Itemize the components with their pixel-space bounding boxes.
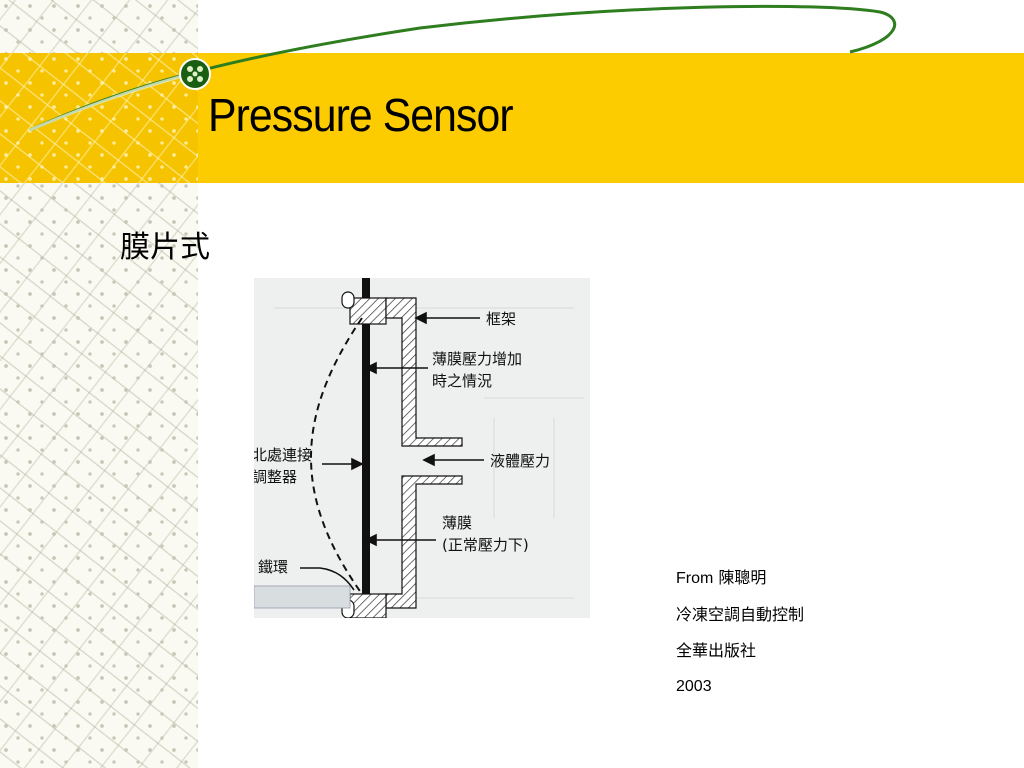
- credits-book: 冷凍空調自動控制: [676, 605, 805, 624]
- source-credits: From 陳聰明 冷凍空調自動控制 全華出版社 2003: [676, 560, 804, 705]
- credits-from-label: From: [676, 570, 714, 587]
- credits-from-line: From 陳聰明: [676, 560, 804, 597]
- pressure-sensor-diagram: 框架 薄膜壓力增加 時之情況 液體壓力 北處連接 調整器 薄膜 (正常壓力下) …: [252, 278, 590, 619]
- arc-highlight: [29, 72, 191, 132]
- arrow-frame: [414, 311, 480, 325]
- arrow-connect: [322, 457, 364, 471]
- slide-title: Pressure Sensor: [208, 89, 514, 141]
- decorative-arc: [29, 4, 897, 132]
- label-diaphragm-increase-1: 薄膜壓力增加: [432, 350, 522, 368]
- arrow-diaphragm-normal: [364, 533, 436, 547]
- iron-ring-rod: [253, 585, 351, 609]
- bottom-bracket: [349, 593, 387, 619]
- label-frame: 框架: [486, 310, 516, 328]
- arrow-diaphragm-increase: [364, 361, 428, 375]
- diagram-svg: 框架 薄膜壓力增加 時之情況 液體壓力 北處連接 調整器 薄膜 (正常壓力下) …: [252, 278, 584, 619]
- credits-year: 2003: [676, 678, 712, 695]
- green-circle-node-icon: [179, 58, 211, 90]
- label-diaphragm-increase-2: 時之情況: [432, 372, 492, 390]
- frame-lower: [385, 475, 463, 609]
- diaphragm-curve: [310, 317, 363, 595]
- label-connect-2: 調整器: [254, 468, 297, 486]
- credits-author: 陳聰明: [718, 568, 767, 587]
- arrow-liquid-pressure: [422, 453, 484, 467]
- frame-upper: [385, 297, 463, 447]
- slide-subtitle: 膜片式: [120, 230, 210, 265]
- top-cap: [341, 291, 355, 309]
- label-connect-1: 北處連接: [254, 446, 312, 464]
- credits-publisher: 全華出版社: [676, 641, 757, 660]
- decorative-pattern-band: [0, 53, 198, 183]
- label-liquid-pressure: 液體壓力: [490, 452, 550, 470]
- label-diaphragm-1: 薄膜: [442, 514, 472, 532]
- label-iron-ring: 鐵環: [258, 558, 288, 576]
- top-bracket: [349, 297, 387, 325]
- center-rod: [362, 278, 370, 618]
- label-diaphragm-2: (正常壓力下): [442, 536, 529, 554]
- arrow-iron-ring: [300, 567, 355, 591]
